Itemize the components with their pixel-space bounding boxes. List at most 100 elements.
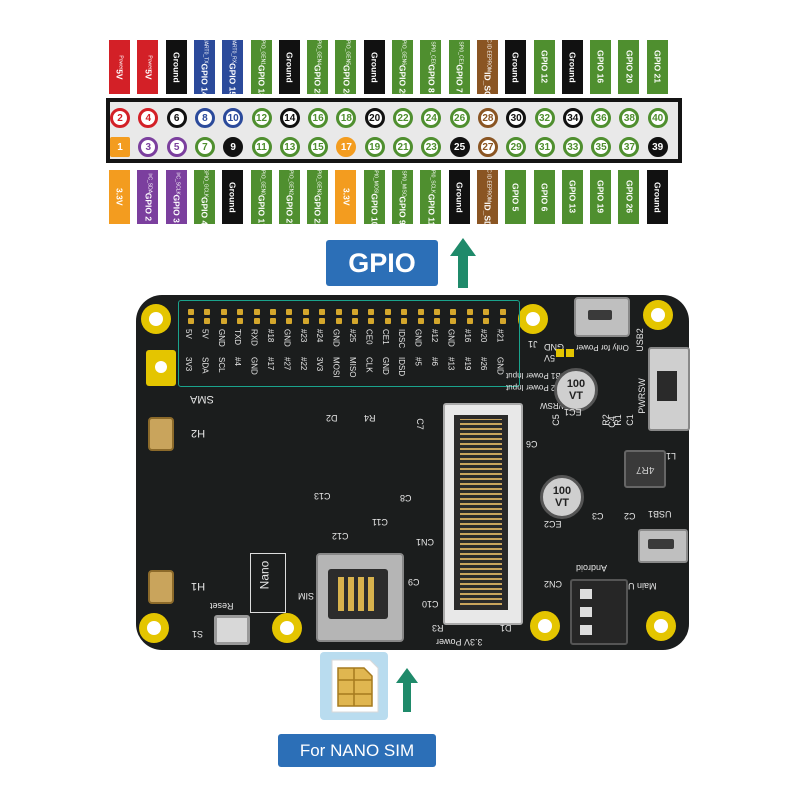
c10-label: C10	[422, 599, 439, 609]
bottom-pin-7: 15	[308, 137, 329, 157]
top-label-main: Ground	[171, 51, 182, 83]
header-silk-label: MISO	[348, 357, 357, 378]
top-label-17: GPIO 16	[590, 40, 612, 94]
top-label-6: Ground	[278, 40, 300, 94]
cap-ec2-voltage: VT	[554, 497, 570, 509]
top-label-main: GPIO 7	[454, 64, 465, 93]
header-pin	[417, 318, 424, 324]
header-silk-label: 3V3	[315, 357, 325, 372]
header-silk-label: #25	[348, 329, 357, 343]
bottom-label-main: GPIO 10	[369, 193, 380, 227]
top-label-sub: SPI0_CE0	[429, 41, 436, 65]
bottom-pin-6: 13	[279, 137, 300, 157]
bottom-pin-4: 9	[223, 137, 244, 157]
header-silk-label: SCL	[216, 357, 226, 373]
bottom-label-sub: I²C_SCLK	[174, 171, 181, 195]
bottom-pin-17: 35	[591, 137, 612, 157]
top-label-main: GPIO 14	[199, 63, 210, 97]
top-pin-10: 22	[393, 108, 413, 128]
bottom-label-main: 3.3V	[341, 188, 352, 206]
top-label-sub: UART0_RX	[230, 37, 237, 64]
bottom-label-sub: GPIO_GEN2	[287, 166, 294, 195]
bottom-pin-2: 5	[166, 137, 187, 157]
top-pin-6: 14	[279, 108, 300, 128]
bottom-label-12: Ground	[448, 170, 470, 224]
bottom-label-0: 3.3V	[109, 170, 130, 224]
header-pin	[352, 318, 358, 324]
power-switch-knob	[657, 371, 677, 401]
header-pin	[286, 309, 293, 315]
header-pin	[220, 318, 227, 324]
top-pin-8: 18	[336, 108, 357, 128]
top-label-main: GPIO 25	[397, 64, 408, 98]
bottom-label-sub: SPI0_SCLK	[429, 167, 436, 195]
bottom-label-main: ID_SD	[482, 202, 493, 228]
header-pin	[401, 309, 408, 315]
mount-hole-bottom-left	[139, 613, 169, 643]
header-silk-label: IDSC	[397, 329, 407, 349]
header-pin	[384, 309, 391, 315]
top-label-main: GPIO 16	[595, 50, 606, 84]
header-silk-label: #5	[413, 357, 423, 366]
top-pin-4: 10	[223, 108, 244, 128]
header-pin	[483, 318, 490, 324]
nano-sim-caption: For NANO SIM	[278, 734, 436, 767]
header-silk-label: SDA	[200, 357, 210, 374]
d2-label: D2	[326, 413, 338, 423]
top-label-14: Ground	[505, 40, 527, 94]
bottom-label-14: GPIO 5	[505, 170, 527, 224]
j1-pad-1	[556, 349, 564, 357]
header-pin	[450, 318, 457, 324]
top-label-15: GPIO 12	[533, 40, 555, 94]
cap-ec1-value: 100	[566, 378, 586, 390]
header-silk-label: RXD	[249, 329, 259, 346]
mount-hole-bottom-mid-right	[530, 611, 560, 641]
c7-label: C7	[414, 418, 425, 430]
header-pin	[253, 318, 260, 324]
top-label-sub: I²C ID EEPROM	[485, 36, 492, 73]
top-label-main: Ground	[510, 51, 521, 83]
ec2-label: EC2	[544, 519, 562, 529]
bottom-label-18: GPIO 26	[618, 170, 640, 224]
bottom-pin-19: 39	[647, 137, 668, 157]
header-silk-label: GND	[331, 329, 341, 347]
bottom-label-sub: GPIO_GEN0	[259, 166, 266, 195]
top-label-sub: UART0_TX	[202, 37, 209, 64]
header-pin	[220, 309, 227, 315]
bottom-label-main: GPIO 26	[624, 180, 635, 214]
top-pin-1: 4	[138, 108, 159, 128]
top-pin-9: 20	[364, 108, 385, 128]
header-pin	[188, 309, 194, 315]
usb2-label: USB2	[634, 328, 645, 352]
header-silk-label: #22	[298, 357, 308, 371]
header-pin	[204, 309, 211, 315]
header-silk-label: GND	[413, 329, 423, 347]
header-silk-label: #18	[266, 329, 275, 343]
bottom-label-main: GPIO 3	[171, 194, 182, 223]
top-label-16: Ground	[561, 40, 583, 94]
c2-label: C2	[624, 511, 636, 521]
c5-label: C5	[550, 414, 561, 426]
top-label-sub: Power	[146, 54, 153, 69]
header-pin	[270, 309, 276, 315]
header-silk-label: #13	[446, 357, 456, 371]
c6-label: C6	[526, 439, 538, 449]
header-pin	[434, 318, 440, 324]
bottom-pin-16: 33	[562, 137, 583, 157]
c9-label: C9	[408, 577, 420, 587]
sma-label: SMA	[190, 393, 214, 405]
header-silk-label: GND	[282, 329, 292, 347]
header-pin	[401, 318, 408, 324]
bottom-pin-13: 27	[477, 137, 498, 157]
header-pin	[466, 318, 473, 324]
bottom-label-main: 3.3V	[114, 188, 125, 206]
header-pin	[368, 309, 375, 315]
